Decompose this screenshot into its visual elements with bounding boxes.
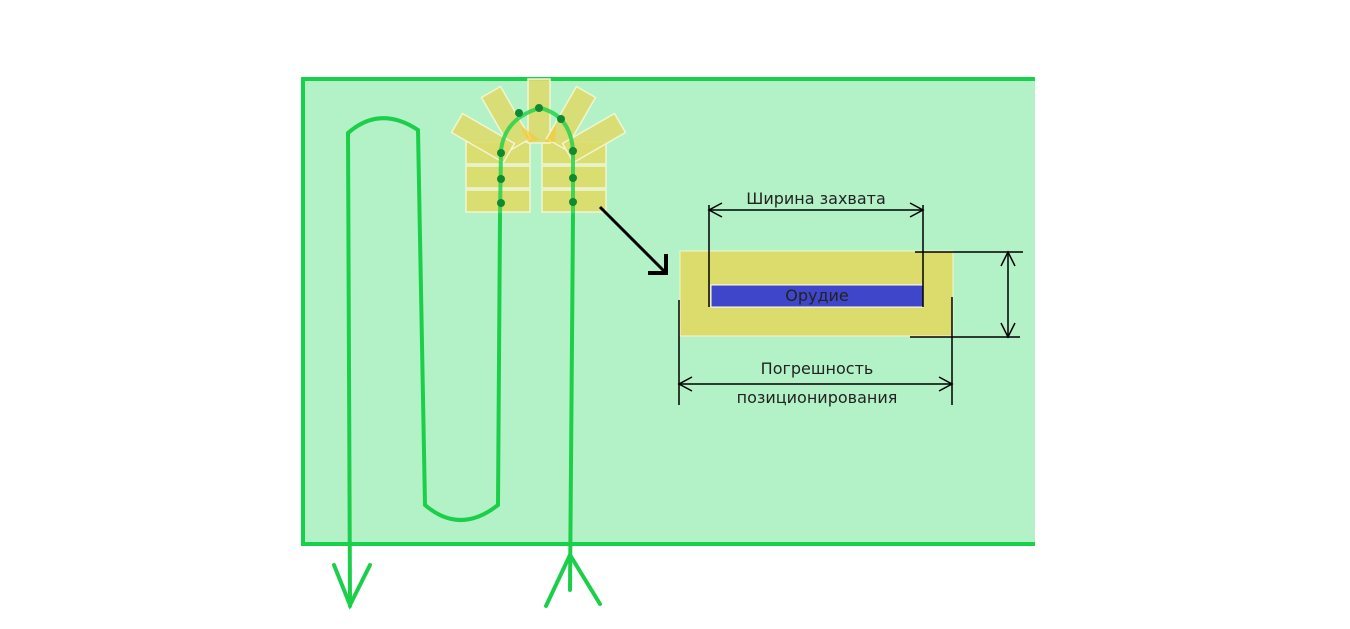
positioning-error-label-line2: позиционирования bbox=[737, 388, 898, 407]
gps-point bbox=[515, 109, 523, 117]
gps-point bbox=[497, 149, 505, 157]
turn-track bbox=[497, 104, 577, 216]
gps-point bbox=[535, 104, 543, 112]
implement-label: Орудие bbox=[785, 286, 849, 305]
gps-point bbox=[557, 115, 565, 123]
field-border bbox=[301, 77, 1035, 546]
overlap-zone bbox=[520, 125, 556, 142]
gps-point bbox=[569, 174, 577, 182]
gps-point bbox=[569, 147, 577, 155]
serpentine-track bbox=[332, 116, 502, 610]
positioning-error-label-line1: Погрешность bbox=[761, 359, 874, 378]
entry-arrow-icon bbox=[544, 550, 602, 608]
gps-point bbox=[497, 175, 505, 183]
error-depth-dimension bbox=[910, 250, 1023, 339]
gps-point bbox=[497, 199, 505, 207]
swath-width-label: Ширина захвата bbox=[746, 189, 886, 208]
swath-width-dimension bbox=[707, 202, 925, 307]
exit-arrow-icon bbox=[332, 563, 372, 610]
gps-point bbox=[569, 198, 577, 206]
positioning-error-dimension bbox=[677, 297, 954, 405]
detail-pointer-arrow-icon bbox=[598, 205, 668, 275]
entry-track bbox=[544, 213, 602, 608]
